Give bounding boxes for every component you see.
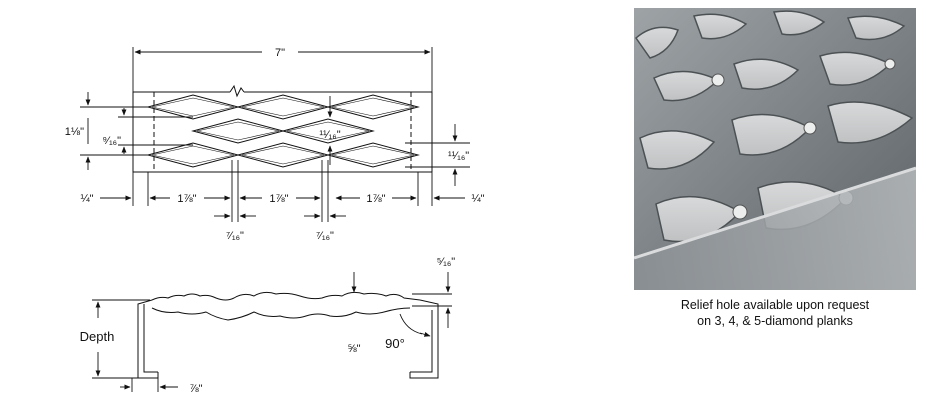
plank-photo — [634, 8, 916, 290]
edge-left-label: ¼" — [80, 193, 93, 205]
diamond-hole — [236, 94, 330, 120]
diamond-hole — [146, 94, 240, 120]
plank-top-view — [132, 84, 433, 173]
lip-label: ⅝" — [347, 343, 360, 355]
diamond-hole — [146, 142, 240, 168]
profile-dimensions — [92, 272, 452, 392]
diamond-hole — [236, 142, 330, 168]
center-gap-label: ¹¹⁄₁₆" — [319, 129, 340, 141]
left-height-label: 1⅛" — [65, 126, 84, 138]
diamond-hole — [326, 94, 420, 120]
diamond-hole — [281, 118, 375, 144]
plank-profile-view — [137, 291, 439, 379]
gap-label-2: ⁷⁄₁₆" — [316, 230, 334, 242]
edge-right-label: ¼" — [471, 193, 484, 205]
diamond-hole — [326, 142, 420, 168]
spacing-label-2: 1⅞" — [269, 193, 288, 205]
depth-label: Depth — [80, 329, 115, 344]
photo-caption: Relief hole available upon request on 3,… — [634, 297, 916, 329]
spacing-label-3: 1⅞" — [366, 193, 385, 205]
top-thickness-label: ⁵⁄₁₆" — [437, 256, 456, 268]
spacing-dimensions — [100, 160, 465, 222]
overall-width-label: 7" — [275, 47, 285, 59]
spacing-label-1: 1⅞" — [177, 193, 196, 205]
gap-label-1: ⁷⁄₁₆" — [226, 230, 244, 242]
left-inner-label: ⁹⁄₁₆" — [102, 135, 121, 147]
angle-label: 90° — [385, 336, 405, 351]
right-height-dimension — [405, 124, 470, 186]
caption-line-2: on 3, 4, & 5-diamond planks — [697, 314, 853, 328]
caption-line-1: Relief hole available upon request — [680, 298, 870, 312]
flange-label: ⅞" — [189, 383, 202, 395]
diamond-hole — [191, 118, 285, 144]
left-height-dimension — [80, 92, 193, 170]
right-height-label: ¹¹⁄₁₆" — [448, 150, 469, 162]
overall-width-dimension — [132, 47, 433, 92]
